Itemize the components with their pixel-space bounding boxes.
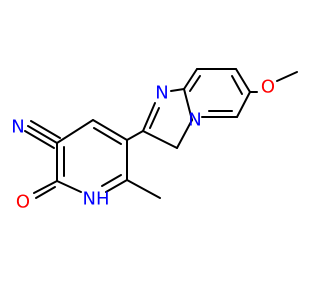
atom-label-bridgehead-n: N [188,110,201,131]
double-bond [105,179,128,193]
double-bond [231,75,243,95]
bond [56,180,82,193]
double-bond [189,75,201,92]
carbonyl-bond [35,186,56,199]
double-bond [101,174,122,187]
bond-lines [24,68,298,199]
double-bond [235,68,251,93]
methyl-bond [126,179,161,199]
atom-label-nitrile-n: N [11,117,24,138]
bond [176,119,193,149]
atom-label-ring-nh: NH [83,189,110,210]
double-bond [183,68,198,90]
double-bond [93,127,122,145]
carbonyl-bond [33,180,58,194]
chemical-structure: N O NH N N O [11,68,298,213]
bond [56,119,94,144]
double-bond [149,107,160,129]
double-bond [142,102,156,132]
nitrile-triple-bond [27,125,58,144]
atom-label-imidazole-n: N [155,83,168,104]
nitrile-triple-bond [24,130,55,149]
bond [126,130,144,141]
bond [236,91,251,118]
bond [183,88,193,121]
atom-label-methoxy-o: O [261,77,275,98]
double-bond [92,119,128,141]
bond [142,130,178,149]
bond [170,88,185,92]
methyl-bond [276,71,298,82]
atom-label-carbonyl-o: O [16,192,30,213]
nitrile-triple-bond [30,120,61,139]
